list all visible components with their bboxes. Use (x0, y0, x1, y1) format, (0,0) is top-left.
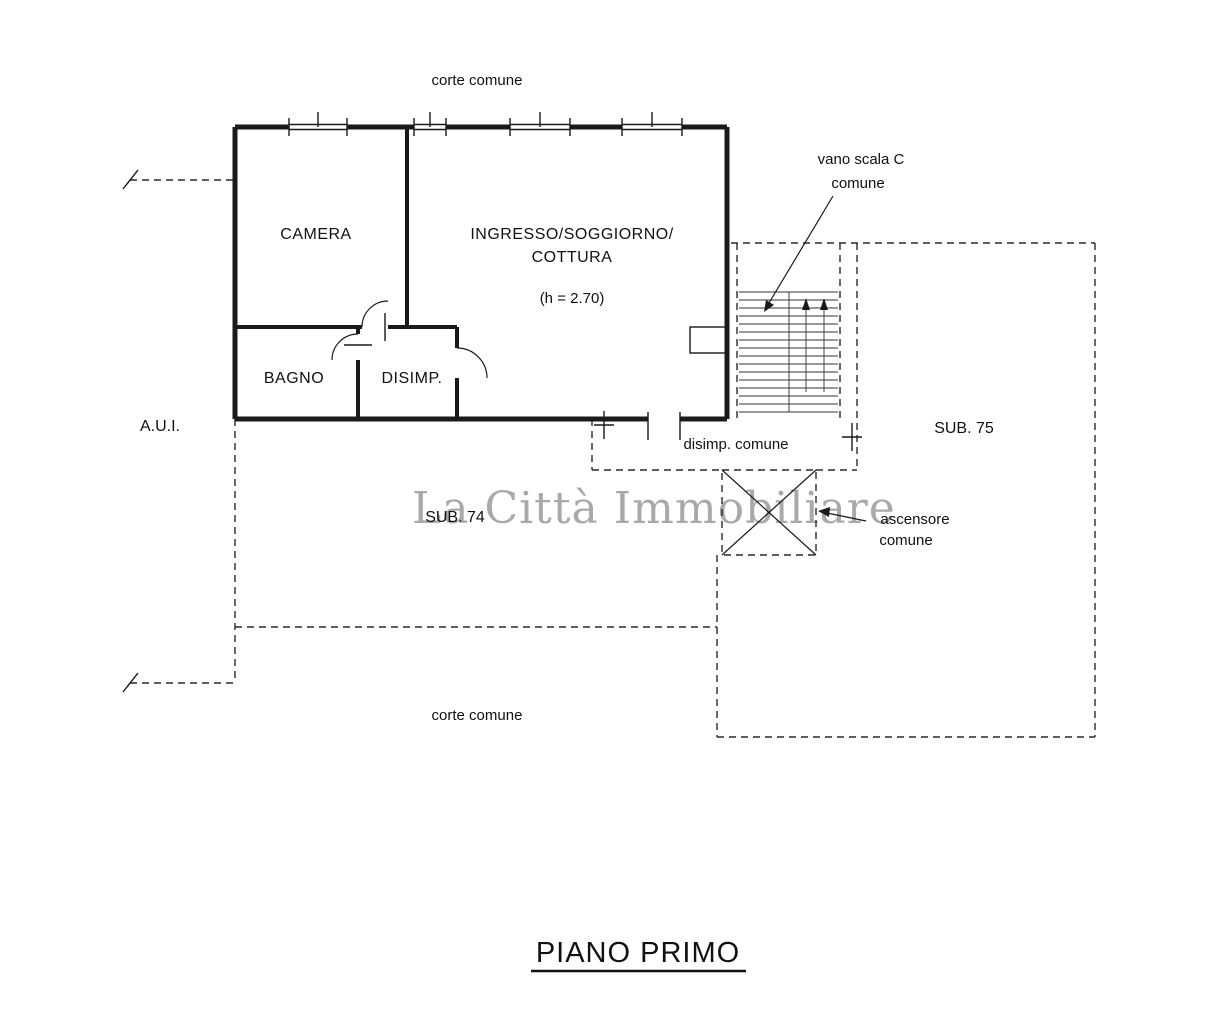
elevator (721, 469, 817, 556)
page-title: PIANO PRIMO (536, 937, 740, 969)
label-sub74: SUB. 74 (425, 509, 485, 526)
plan-title: PIANO PRIMO (531, 937, 746, 973)
label-corte-comune-bottom: corte comune (432, 707, 523, 724)
dashed-boundaries (122, 169, 1096, 738)
label-ascensore-line2: comune (879, 532, 932, 549)
label-ascensore-line1: ascensore (880, 511, 949, 528)
survey-cross (842, 423, 862, 451)
leaders (764, 195, 867, 522)
room-label-camera: CAMERA (280, 226, 351, 243)
room-label-bagno: BAGNO (264, 370, 324, 387)
room-label-ingresso-line1: INGRESSO/SOGGIORNO/ (470, 226, 673, 243)
leader-arrowhead (818, 507, 830, 517)
exterior-walls (232, 124, 730, 422)
room-label-disimp: DISIMP. (382, 370, 443, 387)
label-vano-scala-line2: comune (831, 175, 884, 192)
windows (288, 112, 683, 136)
text-labels: corte comune corte comune CAMERA INGRESS… (140, 72, 994, 724)
label-sub75: SUB. 75 (934, 420, 994, 437)
duct (689, 326, 728, 354)
label-disimp-comune: disimp. comune (683, 436, 788, 453)
stair-up-arrow (802, 298, 810, 310)
interior-walls (235, 127, 862, 451)
label-vano-scala-line1: vano scala C (818, 151, 905, 168)
room-label-ceiling-height: (h = 2.70) (540, 290, 605, 307)
survey-cross (594, 411, 614, 439)
stairs (739, 291, 838, 413)
leader-arrowhead (764, 300, 774, 312)
room-label-ingresso-line2: COTTURA (532, 249, 613, 266)
label-aui: A.U.I. (140, 418, 180, 435)
stair-up-arrow (820, 298, 828, 310)
label-corte-comune-top: corte comune (432, 72, 523, 89)
watermark-text: La Città Immobiliare (412, 483, 896, 534)
